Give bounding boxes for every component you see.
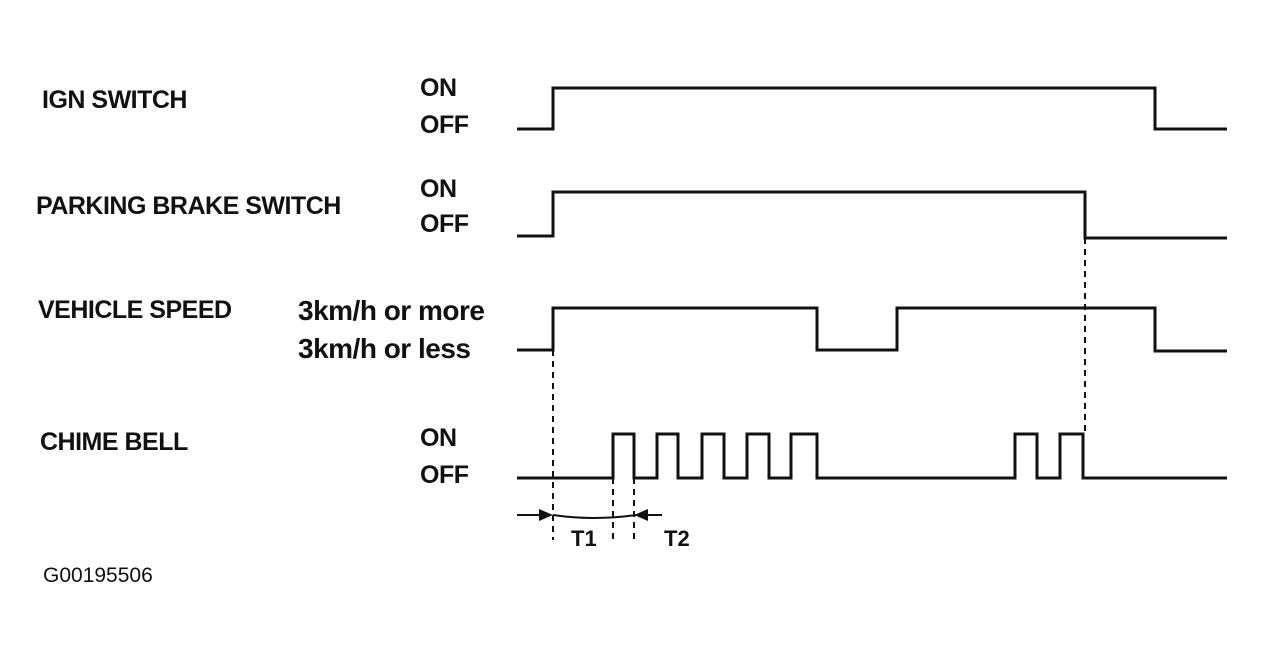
t1-arrowhead bbox=[539, 509, 553, 521]
timing-dimensions: T1 T2 bbox=[517, 509, 690, 551]
vehicle-speed-row: VEHICLE SPEED 3km/h or more 3km/h or les… bbox=[38, 295, 1227, 364]
ign-switch-off-label: OFF bbox=[420, 111, 469, 139]
ign-switch-on-label: ON bbox=[420, 74, 457, 102]
parking-brake-waveform bbox=[517, 190, 1227, 240]
t2-arrowhead bbox=[634, 509, 648, 521]
ign-switch-waveform bbox=[517, 86, 1227, 131]
chime-bell-off-label: OFF bbox=[420, 461, 469, 489]
chime-bell-label: CHIME BELL bbox=[40, 428, 188, 456]
vehicle-speed-label: VEHICLE SPEED bbox=[38, 296, 232, 324]
chime-bell-row: CHIME BELL ON OFF bbox=[40, 424, 1227, 489]
chime-bell-waveform bbox=[517, 432, 1227, 480]
parking-brake-off-label: OFF bbox=[420, 210, 469, 238]
ign-switch-label: IGN SWITCH bbox=[42, 86, 187, 114]
chime-bell-on-label: ON bbox=[420, 424, 457, 452]
parking-brake-switch-row: PARKING BRAKE SWITCH ON OFF bbox=[36, 175, 1227, 240]
t1-label: T1 bbox=[571, 526, 597, 551]
vehicle-speed-high-label: 3km/h or more bbox=[298, 295, 484, 326]
figure-id: G00195506 bbox=[43, 564, 153, 587]
t1-t2-span-line bbox=[552, 514, 637, 519]
parking-brake-switch-label: PARKING BRAKE SWITCH bbox=[36, 192, 341, 220]
parking-brake-on-label: ON bbox=[420, 175, 457, 203]
vehicle-speed-low-label: 3km/h or less bbox=[298, 333, 470, 364]
vehicle-speed-waveform bbox=[517, 306, 1227, 353]
t2-label: T2 bbox=[664, 526, 690, 551]
ign-switch-row: IGN SWITCH ON OFF bbox=[42, 74, 1227, 139]
